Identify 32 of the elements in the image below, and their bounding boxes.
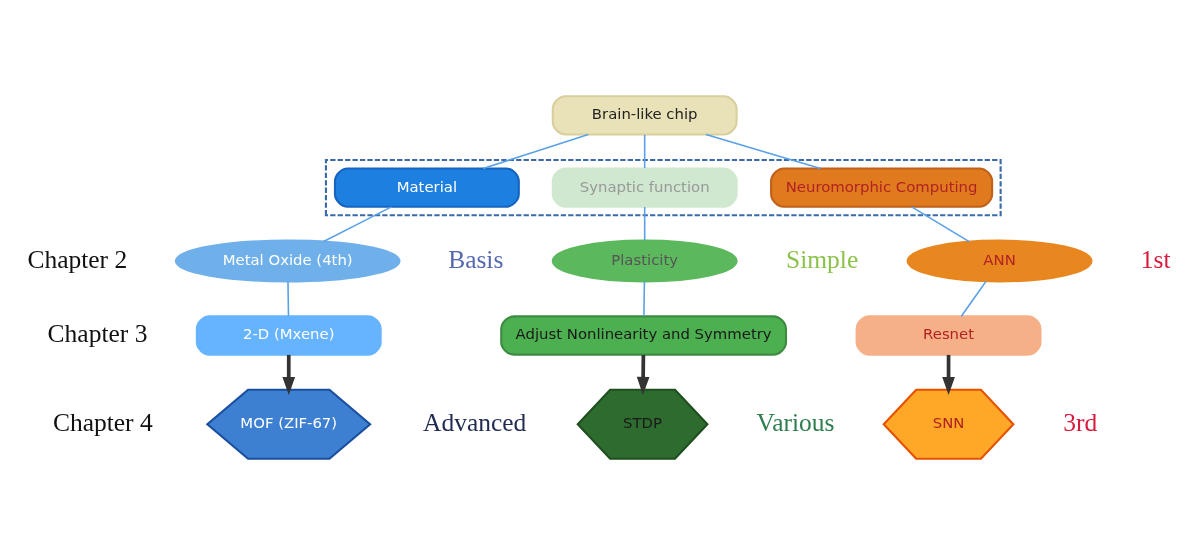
- label: Chapter 4: [52, 407, 153, 437]
- label: 1st: [1140, 244, 1171, 274]
- node-box: Adjust Nonlinearity and Symmetry: [500, 314, 788, 356]
- label: Chapter 2: [27, 244, 128, 274]
- arrow: [282, 354, 296, 395]
- node-ellipse: Plasticity: [551, 239, 738, 282]
- label: Various: [756, 407, 835, 437]
- label: Simple: [786, 244, 859, 274]
- connector: [960, 279, 987, 317]
- connector: [705, 133, 822, 169]
- arrow: [942, 354, 955, 395]
- connector: [482, 133, 590, 169]
- arrow: [636, 354, 650, 395]
- node-box: Material: [333, 166, 520, 208]
- node-box: Brain-like chip: [551, 94, 738, 136]
- connector: [322, 205, 393, 242]
- connector: [643, 205, 646, 241]
- label: Advanced: [423, 407, 527, 437]
- node-box: 2-D (Mxene): [195, 314, 382, 356]
- node-ellipse: ANN: [906, 239, 1093, 282]
- connector: [643, 280, 646, 317]
- node-box: Neuromorphic Computing: [770, 166, 994, 208]
- connector: [910, 205, 971, 243]
- node-box: Synaptic function: [551, 166, 738, 208]
- connector: [643, 133, 646, 169]
- label: Basis: [448, 244, 504, 274]
- cluster: [324, 158, 1002, 216]
- node-ellipse: Metal Oxide (4th): [174, 239, 401, 282]
- node-box: Resnet: [855, 314, 1042, 356]
- label: Chapter 3: [47, 318, 148, 348]
- connector: [287, 280, 290, 317]
- label: 3rd: [1063, 407, 1098, 437]
